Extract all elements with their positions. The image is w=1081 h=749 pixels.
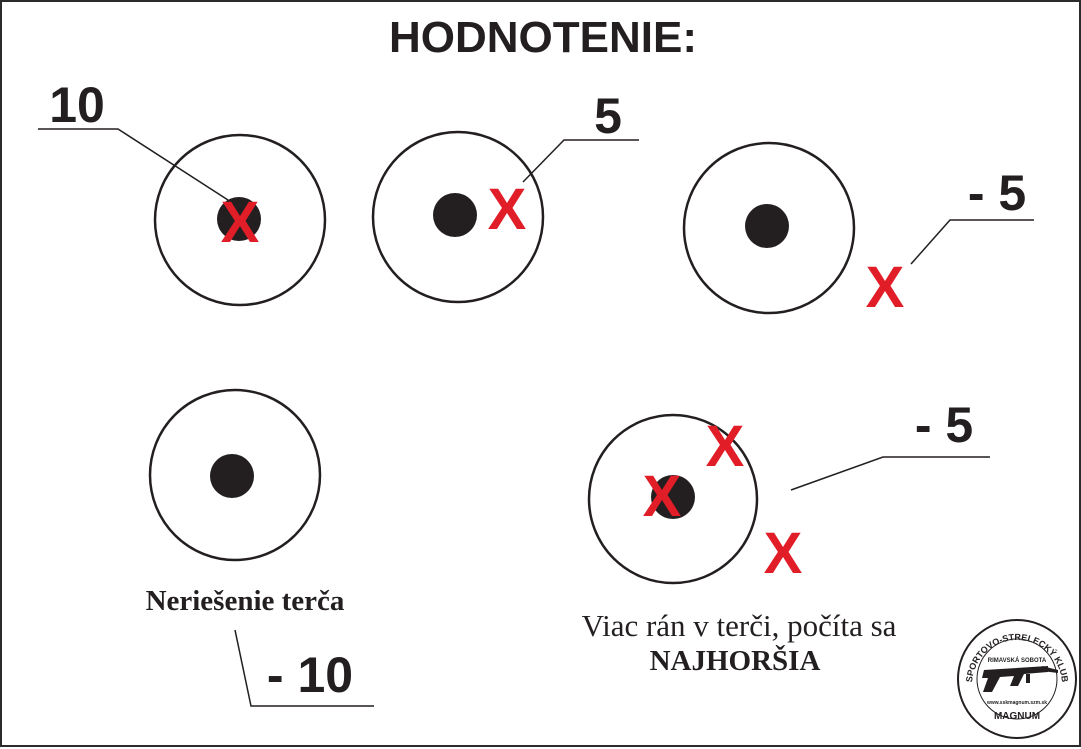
logo-url: www.sskmagnum.szm.sk (986, 700, 1047, 706)
logo-city: RIMAVSKÁ SOBOTA (988, 657, 1047, 664)
leader-line (234, 629, 374, 707)
target-1: X 10 (38, 77, 327, 307)
score-label-minus-10: - 10 (267, 647, 353, 703)
target-bullseye (210, 454, 254, 498)
target-bullseye (651, 475, 695, 519)
score-label-10: 10 (49, 77, 105, 133)
target-bullseye (433, 193, 477, 237)
score-label-5: 5 (594, 88, 622, 144)
logo-name: MAGNUM (994, 711, 1040, 722)
hit-mark: X (706, 414, 745, 479)
target-ring (371, 130, 545, 304)
logo-inner-ring (976, 638, 1058, 720)
leader-line (790, 456, 990, 491)
leader-line (38, 128, 229, 201)
target-3: X - 5 (682, 141, 1034, 320)
hit-mark: X (488, 177, 527, 242)
caption-worst: NAJHORŠIA (650, 644, 821, 677)
target-bullseye (217, 197, 261, 241)
target-ring (587, 413, 759, 585)
caption-multiple-hits: Viac rán v terči, počíta sa (582, 608, 897, 643)
target-ring (682, 141, 856, 315)
club-logo: SPORTOVO-STRELECKÝ KLUB RIMAVSKÁ SOBOTA … (957, 619, 1077, 739)
target-bullseye (745, 204, 789, 248)
hit-mark: X (643, 464, 682, 529)
hit-mark: X (764, 521, 803, 586)
score-label-minus-5-worst: - 5 (915, 397, 973, 453)
leader-line (522, 139, 639, 183)
leader-line (910, 219, 1034, 265)
score-label-minus-5: - 5 (968, 165, 1026, 221)
rifle-icon (982, 666, 1058, 692)
target-ring (148, 388, 322, 562)
hit-mark: X (221, 190, 260, 255)
hit-mark: X (866, 255, 905, 320)
target-2: X 5 (371, 88, 639, 304)
caption-unsolved: Neriešenie terča (146, 585, 345, 617)
target-4: Neriešenie terča - 10 (146, 388, 374, 707)
target-5: X X X - 5 Viac rán v terči, počíta sa NA… (582, 397, 990, 677)
page-title: HODNOTENIE: (389, 13, 697, 62)
target-ring (153, 133, 327, 307)
